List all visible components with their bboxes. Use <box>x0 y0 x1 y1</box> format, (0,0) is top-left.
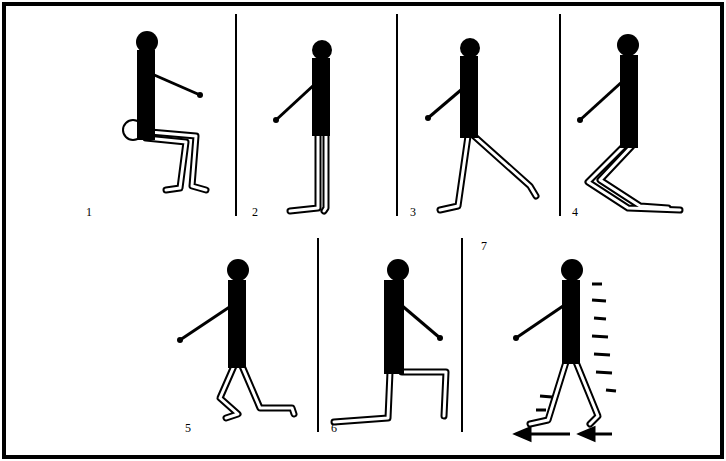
stepping-figure <box>425 38 536 210</box>
motion-lines <box>536 284 616 410</box>
callout-number: 5 <box>185 422 191 434</box>
squatting-figure <box>577 34 680 210</box>
callout-number: 6 <box>331 422 337 434</box>
sitting-figure <box>123 31 206 190</box>
callout-number: 2 <box>252 206 258 218</box>
callout-number: 3 <box>410 206 416 218</box>
standing-figure <box>273 40 332 211</box>
panel-dividers <box>236 14 560 432</box>
callout-number: 4 <box>572 206 578 218</box>
callout-number: 1 <box>86 206 92 218</box>
kneeling-figure <box>334 259 446 422</box>
callout-number: 7 <box>481 240 487 252</box>
motion-arrows <box>516 428 612 440</box>
lunging-figure <box>177 259 294 418</box>
walking-figure <box>513 259 598 424</box>
outer-frame <box>4 4 722 457</box>
